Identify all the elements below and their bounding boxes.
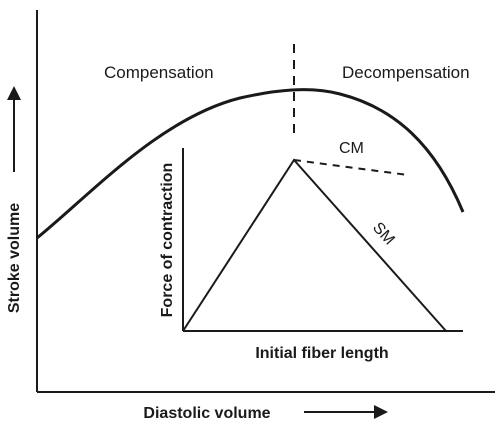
region-label-decompensation: Decompensation	[342, 63, 470, 82]
inset-cm-dashed-line	[293, 159, 409, 176]
inset-label-cm: CM	[339, 140, 364, 157]
outer-y-arrowhead-icon	[7, 86, 21, 100]
outer-x-arrowhead-icon	[374, 405, 388, 419]
region-label-compensation: Compensation	[104, 63, 214, 82]
inset-label-sm: SM	[369, 219, 398, 248]
inset-y-axis-label: Force of contraction	[159, 163, 176, 318]
inset-x-axis-label: Initial fiber length	[255, 345, 388, 362]
outer-x-axis-label: Diastolic volume	[143, 405, 270, 422]
inset-force-curve	[182, 158, 447, 332]
stroke-volume-curve	[36, 88, 465, 240]
outer-y-axis-label: Stroke volume	[6, 203, 23, 313]
